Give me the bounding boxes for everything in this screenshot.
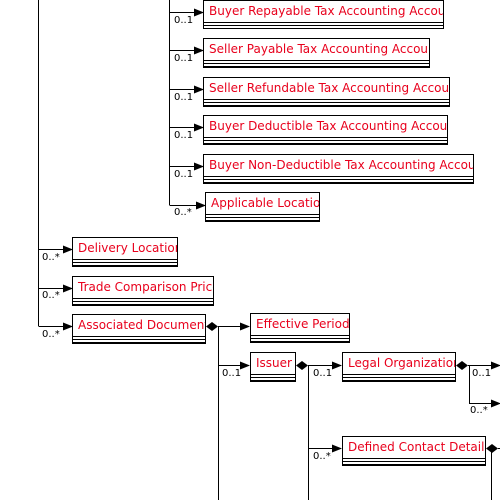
class-label: Issuer: [256, 356, 292, 370]
class-label: Seller Payable Tax Accounting Account: [209, 42, 429, 56]
class-label: Trade Comparison Price: [78, 280, 213, 294]
multiplicity-applicable-location: 0..*: [174, 207, 192, 218]
multiplicity-buyer-repayable: 0..1: [174, 15, 194, 26]
class-compartments: [73, 336, 205, 343]
composition-diamond-associated-document: [206, 322, 218, 331]
class-label: Buyer Repayable Tax Accounting Account: [209, 4, 443, 18]
multiplicity-seller-payable: 0..1: [174, 53, 194, 64]
class-trade-comparison-price[interactable]: Trade Comparison Price: [72, 276, 214, 306]
class-compartments: [204, 176, 473, 183]
class-label: Legal Organization: [348, 356, 455, 370]
class-compartments: [251, 374, 295, 381]
class-label: Associated Document: [78, 318, 205, 332]
class-buyer-deductible[interactable]: Buyer Deductible Tax Accounting Account: [203, 115, 448, 145]
class-compartments: [73, 259, 177, 266]
class-compartments: [251, 335, 349, 342]
multiplicity-issuer: 0..1: [222, 368, 242, 379]
class-label: Effective Period: [256, 317, 349, 331]
class-label: Delivery Location: [78, 241, 177, 255]
class-seller-refundable[interactable]: Seller Refundable Tax Accounting Account: [203, 77, 450, 107]
multiplicity-buyer-deductible: 0..1: [174, 130, 194, 141]
class-compartments: [204, 137, 447, 144]
class-compartments: [73, 298, 213, 305]
class-defined-contact-details[interactable]: Defined Contact Details: [342, 436, 486, 466]
multiplicity-right-upper: 0..1: [472, 368, 492, 379]
class-buyer-repayable[interactable]: Buyer Repayable Tax Accounting Account: [203, 0, 444, 29]
multiplicity-seller-refundable: 0..1: [174, 92, 194, 103]
multiplicity-delivery-location: 0..*: [42, 252, 60, 263]
composition-diamond-issuer: [296, 361, 308, 370]
class-label: Buyer Non-Deductible Tax Accounting Acco…: [209, 158, 473, 172]
class-compartments: [204, 22, 443, 29]
class-buyer-non-deductible[interactable]: Buyer Non-Deductible Tax Accounting Acco…: [203, 154, 474, 184]
class-label: Seller Refundable Tax Accounting Account: [209, 81, 449, 95]
class-issuer[interactable]: Issuer: [250, 352, 296, 382]
class-legal-organization[interactable]: Legal Organization: [342, 352, 456, 382]
multiplicity-legal-organization: 0..1: [313, 368, 333, 379]
class-effective-period[interactable]: Effective Period: [250, 313, 350, 343]
class-compartments: [206, 214, 319, 221]
class-applicable-location[interactable]: Applicable Location: [205, 192, 320, 222]
composition-diamond-defined-contact-details: [486, 444, 498, 453]
class-label: Buyer Deductible Tax Accounting Account: [209, 119, 447, 133]
class-delivery-location[interactable]: Delivery Location: [72, 237, 178, 267]
composition-diamond-legal-organization: [456, 361, 468, 370]
multiplicity-associated-document: 0..*: [42, 329, 60, 340]
multiplicity-trade-comparison-price: 0..*: [42, 290, 60, 301]
multiplicity-buyer-non-deductible: 0..1: [174, 169, 194, 180]
class-label: Defined Contact Details: [348, 440, 485, 454]
class-label: Applicable Location: [211, 196, 319, 210]
class-compartments: [204, 60, 429, 67]
class-seller-payable[interactable]: Seller Payable Tax Accounting Account: [203, 38, 430, 68]
class-associated-document[interactable]: Associated Document: [72, 314, 206, 344]
multiplicity-right-lower: 0..*: [470, 405, 488, 416]
class-compartments: [204, 99, 449, 106]
multiplicity-defined-contact-details: 0..*: [313, 451, 331, 462]
class-compartments: [343, 458, 485, 465]
class-compartments: [343, 374, 455, 381]
